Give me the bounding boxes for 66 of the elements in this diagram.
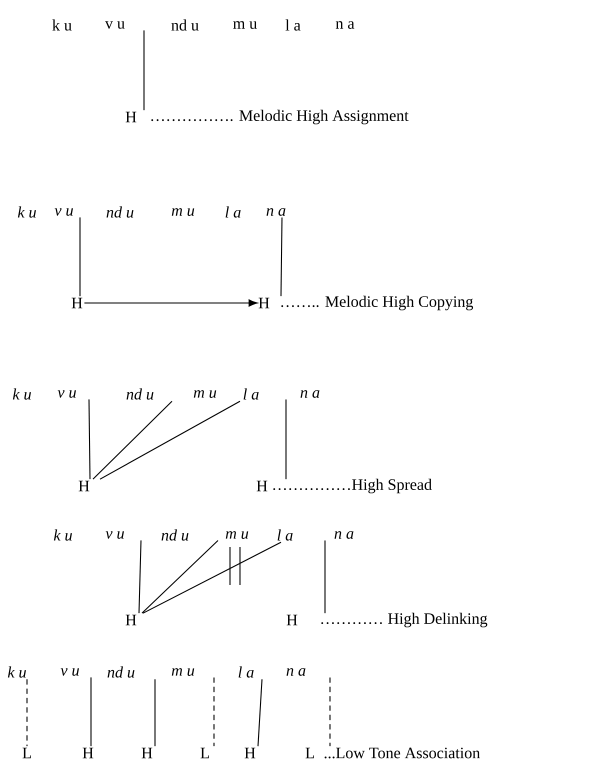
tone-letter: H	[126, 112, 136, 122]
association-line	[285, 399, 287, 480]
syllable-text: m u	[172, 208, 194, 216]
syllable-text: nd u	[108, 666, 134, 678]
syllable-text: nd u	[126, 388, 154, 400]
tone-letter: L	[22, 748, 31, 758]
syllable-text: m u	[172, 668, 194, 676]
syllable-text: v u	[54, 208, 73, 216]
arrow	[84, 299, 258, 307]
syllable-text: n a	[334, 531, 354, 539]
association-line	[142, 542, 282, 614]
syllable-text: nd u	[171, 19, 199, 31]
syllable-text: l a	[244, 388, 259, 400]
tone-letter: H	[82, 748, 94, 758]
syllable-text: k u	[52, 19, 72, 31]
tone-letter: H	[258, 298, 270, 308]
syllable-text: n a	[266, 208, 286, 216]
syllable-text: k u	[18, 206, 36, 218]
syllable-text: l a	[238, 666, 254, 678]
syllable-text: n a	[300, 390, 320, 398]
rule-label: ……………High Spread	[273, 478, 432, 494]
association-line	[142, 540, 218, 614]
syllable-text: v u	[58, 390, 76, 398]
association-line	[280, 217, 283, 296]
syllable-text: m u	[194, 390, 216, 398]
association-line	[88, 399, 91, 480]
association-line	[257, 679, 263, 746]
rule-label: ………… High Delinking	[321, 612, 488, 628]
tone-letter: H	[244, 748, 256, 758]
syllable-text: v u	[60, 668, 79, 676]
syllable-text: l a	[226, 206, 241, 218]
association-line	[213, 677, 215, 746]
association-line	[79, 217, 81, 296]
association-line	[143, 30, 145, 110]
association-line	[138, 540, 142, 614]
syllable-text: m u	[233, 21, 257, 29]
association-line	[324, 540, 326, 614]
tone-letter: H	[126, 614, 136, 626]
tone-letter: H	[142, 748, 152, 758]
association-line	[154, 679, 156, 746]
tone-letter: H	[72, 298, 82, 308]
association-line	[90, 677, 92, 746]
syllable-text: l a	[286, 19, 301, 31]
tone-letter: H	[286, 614, 298, 626]
syllable-text: n a	[336, 21, 354, 29]
association-line	[329, 677, 331, 746]
tone-letter: L	[200, 748, 209, 758]
syllable-text: l a	[278, 529, 293, 541]
syllable-text: nd u	[106, 206, 134, 218]
rule-label: ...Low Tone Association	[324, 748, 480, 758]
syllable-text: k u	[54, 529, 72, 541]
syllable-text: k u	[12, 388, 31, 400]
tone-letter: H	[78, 480, 90, 492]
association-line	[100, 400, 240, 480]
rule-label: ……………. Melodic High Assignment	[151, 110, 409, 124]
syllable-text: k u	[8, 666, 26, 678]
association-line	[92, 400, 172, 480]
syllable-text: v u	[106, 531, 124, 539]
tone-letter: L	[306, 748, 314, 758]
syllable-text: v u	[105, 21, 125, 29]
syllable-text: m u	[226, 531, 248, 539]
association-line	[26, 679, 28, 746]
syllable-text: nd u	[162, 529, 188, 541]
tone-letter: H	[256, 480, 268, 492]
syllable-text: n a	[286, 668, 306, 676]
rule-label: …….. Melodic High Copying	[281, 296, 474, 310]
